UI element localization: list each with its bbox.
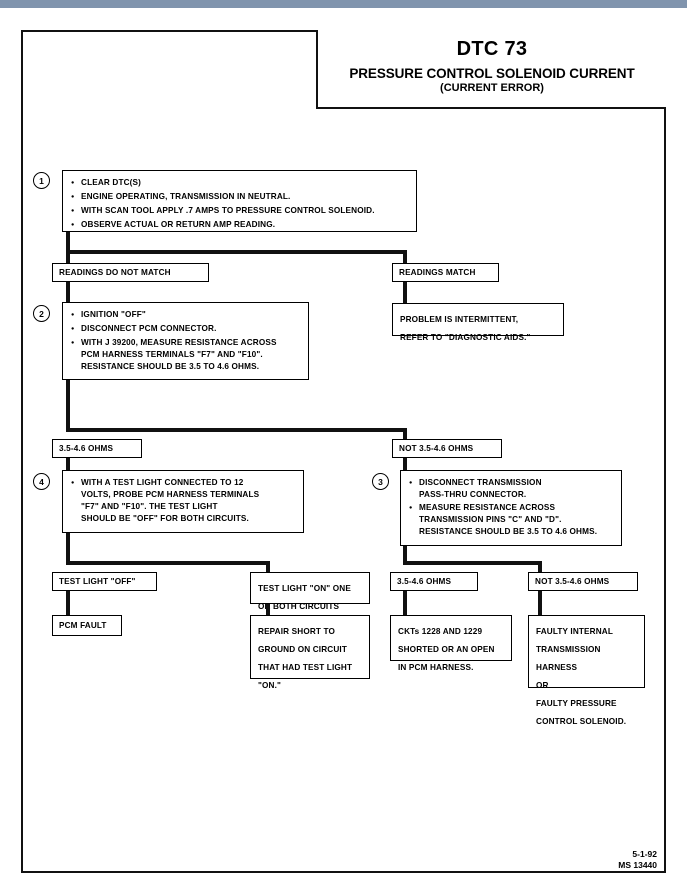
label-test-light-off: TEST LIGHT "OFF" (52, 572, 157, 591)
bullet-item: WITH J 39200, MEASURE RESISTANCE ACROSS … (71, 337, 302, 373)
bullet-icon (71, 191, 81, 204)
page-title: PRESSURE CONTROL SOLENOID CURRENT (349, 66, 635, 81)
bullet-icon (71, 323, 81, 336)
label-text: NOT 3.5-4.6 OHMS (535, 576, 610, 586)
connector-line (66, 250, 70, 264)
connector-line (66, 282, 70, 304)
label-ohms-in-range-1: 3.5-4.6 OHMS (52, 439, 142, 458)
outcome-text: CKTs 1228 AND 1229 SHORTED OR AN OPEN IN… (398, 627, 495, 672)
bullet-item: CLEAR DTC(S) (71, 177, 410, 190)
step-number-1: 1 (33, 172, 50, 189)
bullet-item: WITH A TEST LIGHT CONNECTED TO 12 VOLTS,… (71, 477, 297, 525)
bullet-text: ENGINE OPERATING, TRANSMISSION IN NEUTRA… (81, 192, 291, 202)
connector-line (66, 533, 70, 565)
bullet-icon (71, 219, 81, 232)
outcome-intermittent-box: PROBLEM IS INTERMITTENT, REFER TO "DIAGN… (392, 303, 564, 342)
bullet-icon (71, 337, 81, 350)
bullet-icon (409, 477, 419, 490)
footer: 5-1-92 MS 13440 (618, 849, 657, 871)
outcome-ckt-shorted-box: CKTs 1228 AND 1229 SHORTED OR AN OPEN IN… (390, 615, 512, 672)
connector-line (403, 458, 407, 472)
bullet-icon (71, 309, 81, 322)
bullet-item: WITH SCAN TOOL APPLY .7 AMPS TO PRESSURE… (71, 205, 410, 218)
connector-line (66, 561, 270, 565)
outcome-faulty-harness-box: FAULTY INTERNAL TRANSMISSION HARNESS OR … (528, 615, 645, 726)
step-number-3: 3 (372, 473, 389, 490)
outcome-text: REPAIR SHORT TO GROUND ON CIRCUIT THAT H… (258, 627, 353, 690)
connector-line (538, 561, 542, 574)
connector-line (66, 428, 407, 432)
label-text: READINGS MATCH (399, 267, 476, 277)
connector-line (66, 458, 70, 472)
bullet-text: DISCONNECT PCM CONNECTOR. (81, 324, 217, 334)
label-text: 3.5-4.6 OHMS (397, 576, 452, 586)
bullet-item: ENGINE OPERATING, TRANSMISSION IN NEUTRA… (71, 191, 410, 204)
connector-line (266, 604, 270, 616)
footer-code: MS 13440 (618, 859, 657, 870)
connector-line (403, 428, 407, 441)
label-test-light-on: TEST LIGHT "ON" ONE OR BOTH CIRCUITS (250, 572, 370, 611)
bullet-icon (71, 477, 81, 490)
step-number-2: 2 (33, 305, 50, 322)
outcome-text: PROBLEM IS INTERMITTENT, REFER TO "DIAGN… (400, 315, 531, 342)
connector-line (266, 561, 270, 574)
step-2-box: IGNITION "OFF" DISCONNECT PCM CONNECTOR.… (62, 302, 309, 380)
label-ohms-out-range-1: NOT 3.5-4.6 OHMS (392, 439, 502, 458)
label-readings-do-not-match: READINGS DO NOT MATCH (52, 263, 209, 282)
bullet-text: MEASURE RESISTANCE ACROSS TRANSMISSION P… (419, 502, 598, 536)
diagnostic-chart-page: DTC 73 PRESSURE CONTROL SOLENOID CURRENT… (0, 8, 687, 893)
connector-line (66, 250, 407, 254)
connector-line (538, 591, 542, 616)
dtc-code: DTC 73 (456, 38, 528, 60)
bullet-text: WITH A TEST LIGHT CONNECTED TO 12 VOLTS,… (81, 478, 260, 523)
connector-line (66, 591, 70, 616)
connector-line (403, 546, 407, 565)
connector-line (403, 561, 542, 565)
label-text: TEST LIGHT "ON" ONE OR BOTH CIRCUITS (258, 584, 351, 611)
step-3-box: DISCONNECT TRANSMISSION PASS-THRU CONNEC… (400, 470, 622, 546)
bullet-item: MEASURE RESISTANCE ACROSS TRANSMISSION P… (409, 502, 615, 538)
page-subtitle: (CURRENT ERROR) (440, 81, 544, 94)
outcome-text: PCM FAULT (59, 620, 107, 630)
bullet-item: IGNITION "OFF" (71, 309, 302, 322)
outcome-repair-short-box: REPAIR SHORT TO GROUND ON CIRCUIT THAT H… (250, 615, 370, 690)
label-text: NOT 3.5-4.6 OHMS (399, 443, 474, 453)
step-4-box: WITH A TEST LIGHT CONNECTED TO 12 VOLTS,… (62, 470, 304, 533)
outcome-pcm-fault-box: PCM FAULT (52, 615, 122, 636)
bullet-text: OBSERVE ACTUAL OR RETURN AMP READING. (81, 220, 276, 230)
step-number-4: 4 (33, 473, 50, 490)
outcome-text: FAULTY INTERNAL TRANSMISSION HARNESS OR … (536, 627, 627, 726)
bullet-item: DISCONNECT PCM CONNECTOR. (71, 323, 302, 336)
label-ohms-out-range-2: NOT 3.5-4.6 OHMS (528, 572, 638, 591)
bullet-text: WITH SCAN TOOL APPLY .7 AMPS TO PRESSURE… (81, 206, 375, 216)
title-block: DTC 73 PRESSURE CONTROL SOLENOID CURRENT… (316, 30, 666, 109)
bullet-text: DISCONNECT TRANSMISSION PASS-THRU CONNEC… (419, 478, 542, 499)
step-1-box: CLEAR DTC(S) ENGINE OPERATING, TRANSMISS… (62, 170, 417, 232)
bullet-text: WITH J 39200, MEASURE RESISTANCE ACROSS … (81, 338, 277, 371)
label-text: 3.5-4.6 OHMS (59, 443, 114, 453)
label-readings-match: READINGS MATCH (392, 263, 499, 282)
label-ohms-in-range-2: 3.5-4.6 OHMS (390, 572, 478, 591)
connector-line (403, 250, 407, 264)
bullet-icon (71, 177, 81, 190)
bullet-text: CLEAR DTC(S) (81, 178, 142, 187)
bullet-icon (71, 205, 81, 218)
connector-line (66, 232, 70, 254)
label-text: TEST LIGHT "OFF" (59, 576, 136, 586)
bullet-icon (409, 502, 419, 515)
bullet-item: OBSERVE ACTUAL OR RETURN AMP READING. (71, 219, 410, 232)
bullet-item: DISCONNECT TRANSMISSION PASS-THRU CONNEC… (409, 477, 615, 501)
connector-line (403, 591, 407, 616)
bullet-text: IGNITION "OFF" (81, 310, 146, 319)
label-text: READINGS DO NOT MATCH (59, 267, 171, 277)
connector-line (403, 282, 407, 304)
connector-line (66, 380, 70, 432)
footer-date: 5-1-92 (632, 848, 657, 859)
